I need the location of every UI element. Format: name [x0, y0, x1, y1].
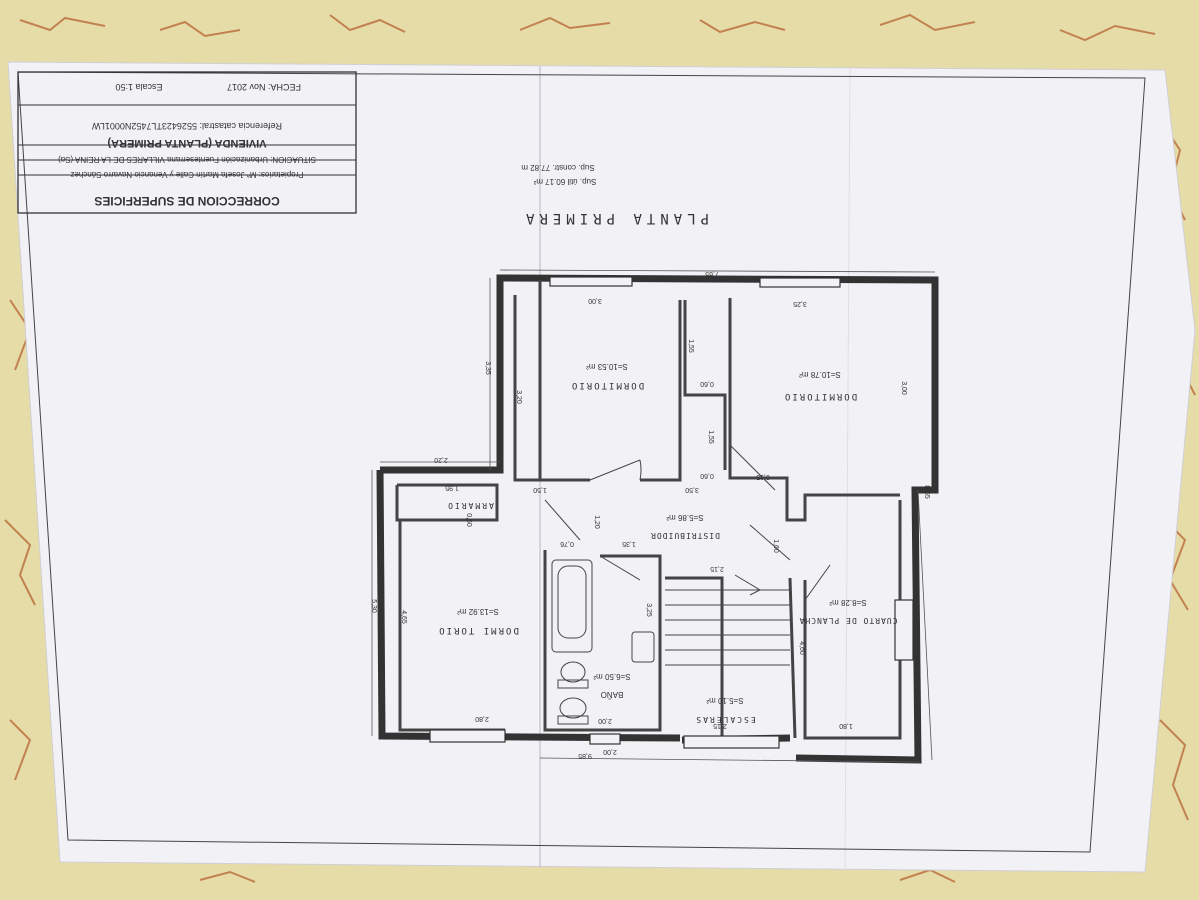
- dim-060c: 0,60: [465, 513, 472, 527]
- dim-280: 2,80: [475, 715, 489, 722]
- dim-300a: 3,00: [588, 297, 602, 304]
- dim-460: 4,60: [798, 641, 805, 655]
- windows: [429, 276, 914, 749]
- dim-865: 8,65: [923, 485, 930, 499]
- page-border: [17, 71, 1146, 853]
- dorm1-area: S=10.53 m²: [586, 362, 628, 371]
- dim-350: 3,50: [685, 486, 699, 493]
- dorm3-area: S=13.92 m²: [457, 607, 499, 616]
- bathroom-fixtures: [551, 559, 655, 725]
- dorm2-area: S=10.78 m²: [799, 370, 841, 379]
- distrib-name: DISTRIBUIDOR: [650, 531, 720, 540]
- dim-325: 3,25: [793, 300, 807, 307]
- title-date: FECHA: Nov 2017: [227, 82, 301, 92]
- title-scale: Escala 1:50: [115, 82, 162, 92]
- dim-335: 3,35: [484, 361, 491, 375]
- dim-155a: 1,55: [687, 339, 694, 353]
- bano-area: S=6.50 m²: [593, 672, 630, 681]
- dim-195: 1,95: [445, 484, 459, 491]
- dorm3-name: DORMI TORIO: [437, 625, 519, 635]
- dim-135: 1,35: [622, 540, 636, 547]
- dim-220: 2,20: [434, 456, 448, 463]
- dorm1-name: DORMITORIO: [570, 380, 644, 390]
- dim-325b: 3,25: [645, 603, 652, 617]
- title-heading: CORRECCION DE SUPERFICIES: [94, 194, 279, 208]
- title-block: CORRECCION DE SUPERFICIES Propietarios: …: [17, 71, 357, 214]
- dim-160: 1,60: [772, 539, 779, 553]
- dim-765: 7,65: [705, 270, 719, 277]
- dim-215a: 2,15: [710, 565, 724, 572]
- dorm2-name: DORMITORIO: [783, 391, 857, 401]
- plancha-area: S=8.28 m²: [829, 598, 866, 607]
- interior-walls: [395, 280, 902, 740]
- paper: [7, 61, 1196, 873]
- stairs: [665, 574, 790, 666]
- dim-465: 4,65: [400, 610, 407, 624]
- dim-060a: 0,60: [700, 380, 714, 387]
- dim-300b: 3,00: [900, 381, 907, 395]
- dim-076: 0,76: [560, 540, 574, 547]
- title-cadastral: Referencia catastral: 5526423TL7452N0001…: [92, 121, 282, 131]
- dim-155b: 1,55: [707, 430, 714, 444]
- bano-name: BAÑO: [601, 690, 624, 699]
- dim-200b: 2,00: [603, 748, 617, 755]
- dim-530: 5,30: [370, 599, 377, 613]
- dimension-lines: [371, 269, 936, 763]
- dim-150: 1,50: [533, 486, 547, 493]
- dim-120: 1,20: [593, 515, 600, 529]
- escaleras-area: S=5.10 m²: [706, 696, 743, 705]
- dim-320: 3,20: [515, 390, 522, 404]
- plan-title: PLANTA PRIMERA: [521, 210, 709, 226]
- escaleras-name: ESCALERAS: [694, 715, 755, 724]
- dim-215b: 2,15: [713, 722, 727, 729]
- dim-200a: 2,00: [598, 717, 612, 724]
- dim-180: 1,80: [839, 722, 853, 729]
- doors: [544, 444, 831, 601]
- dim-015: 0,15: [756, 473, 770, 480]
- title-building: VIVIENDA (PLANTA PRIMERA): [107, 137, 266, 149]
- armario-label: ARMARIO: [446, 501, 494, 510]
- plan-useful-area: Sup. útil 60.17 m²: [533, 177, 596, 186]
- dim-060b: 0,60: [700, 472, 714, 479]
- paper-fold-right: [844, 67, 851, 871]
- room-labels: DORMITORIO S=10.53 m² DORMITORIO S=10.78…: [437, 362, 897, 724]
- dim-985: 9,85: [578, 752, 592, 759]
- dimension-labels: 7,65 3,00 3,25 3,35 3,20 1,55 0,60 1,55 …: [370, 270, 930, 759]
- plan-built-area: Sup. constr. 77.82 m: [521, 163, 595, 172]
- plancha-name: CUARTO DE PLANCHA: [799, 616, 898, 625]
- title-situation: SITUACION: Urbanización Fuenteserrana VI…: [58, 155, 316, 164]
- title-owners: Propietarios: Mª Josefa Martín Calle y V…: [70, 170, 303, 179]
- distrib-area: S=5.86 m²: [666, 513, 703, 522]
